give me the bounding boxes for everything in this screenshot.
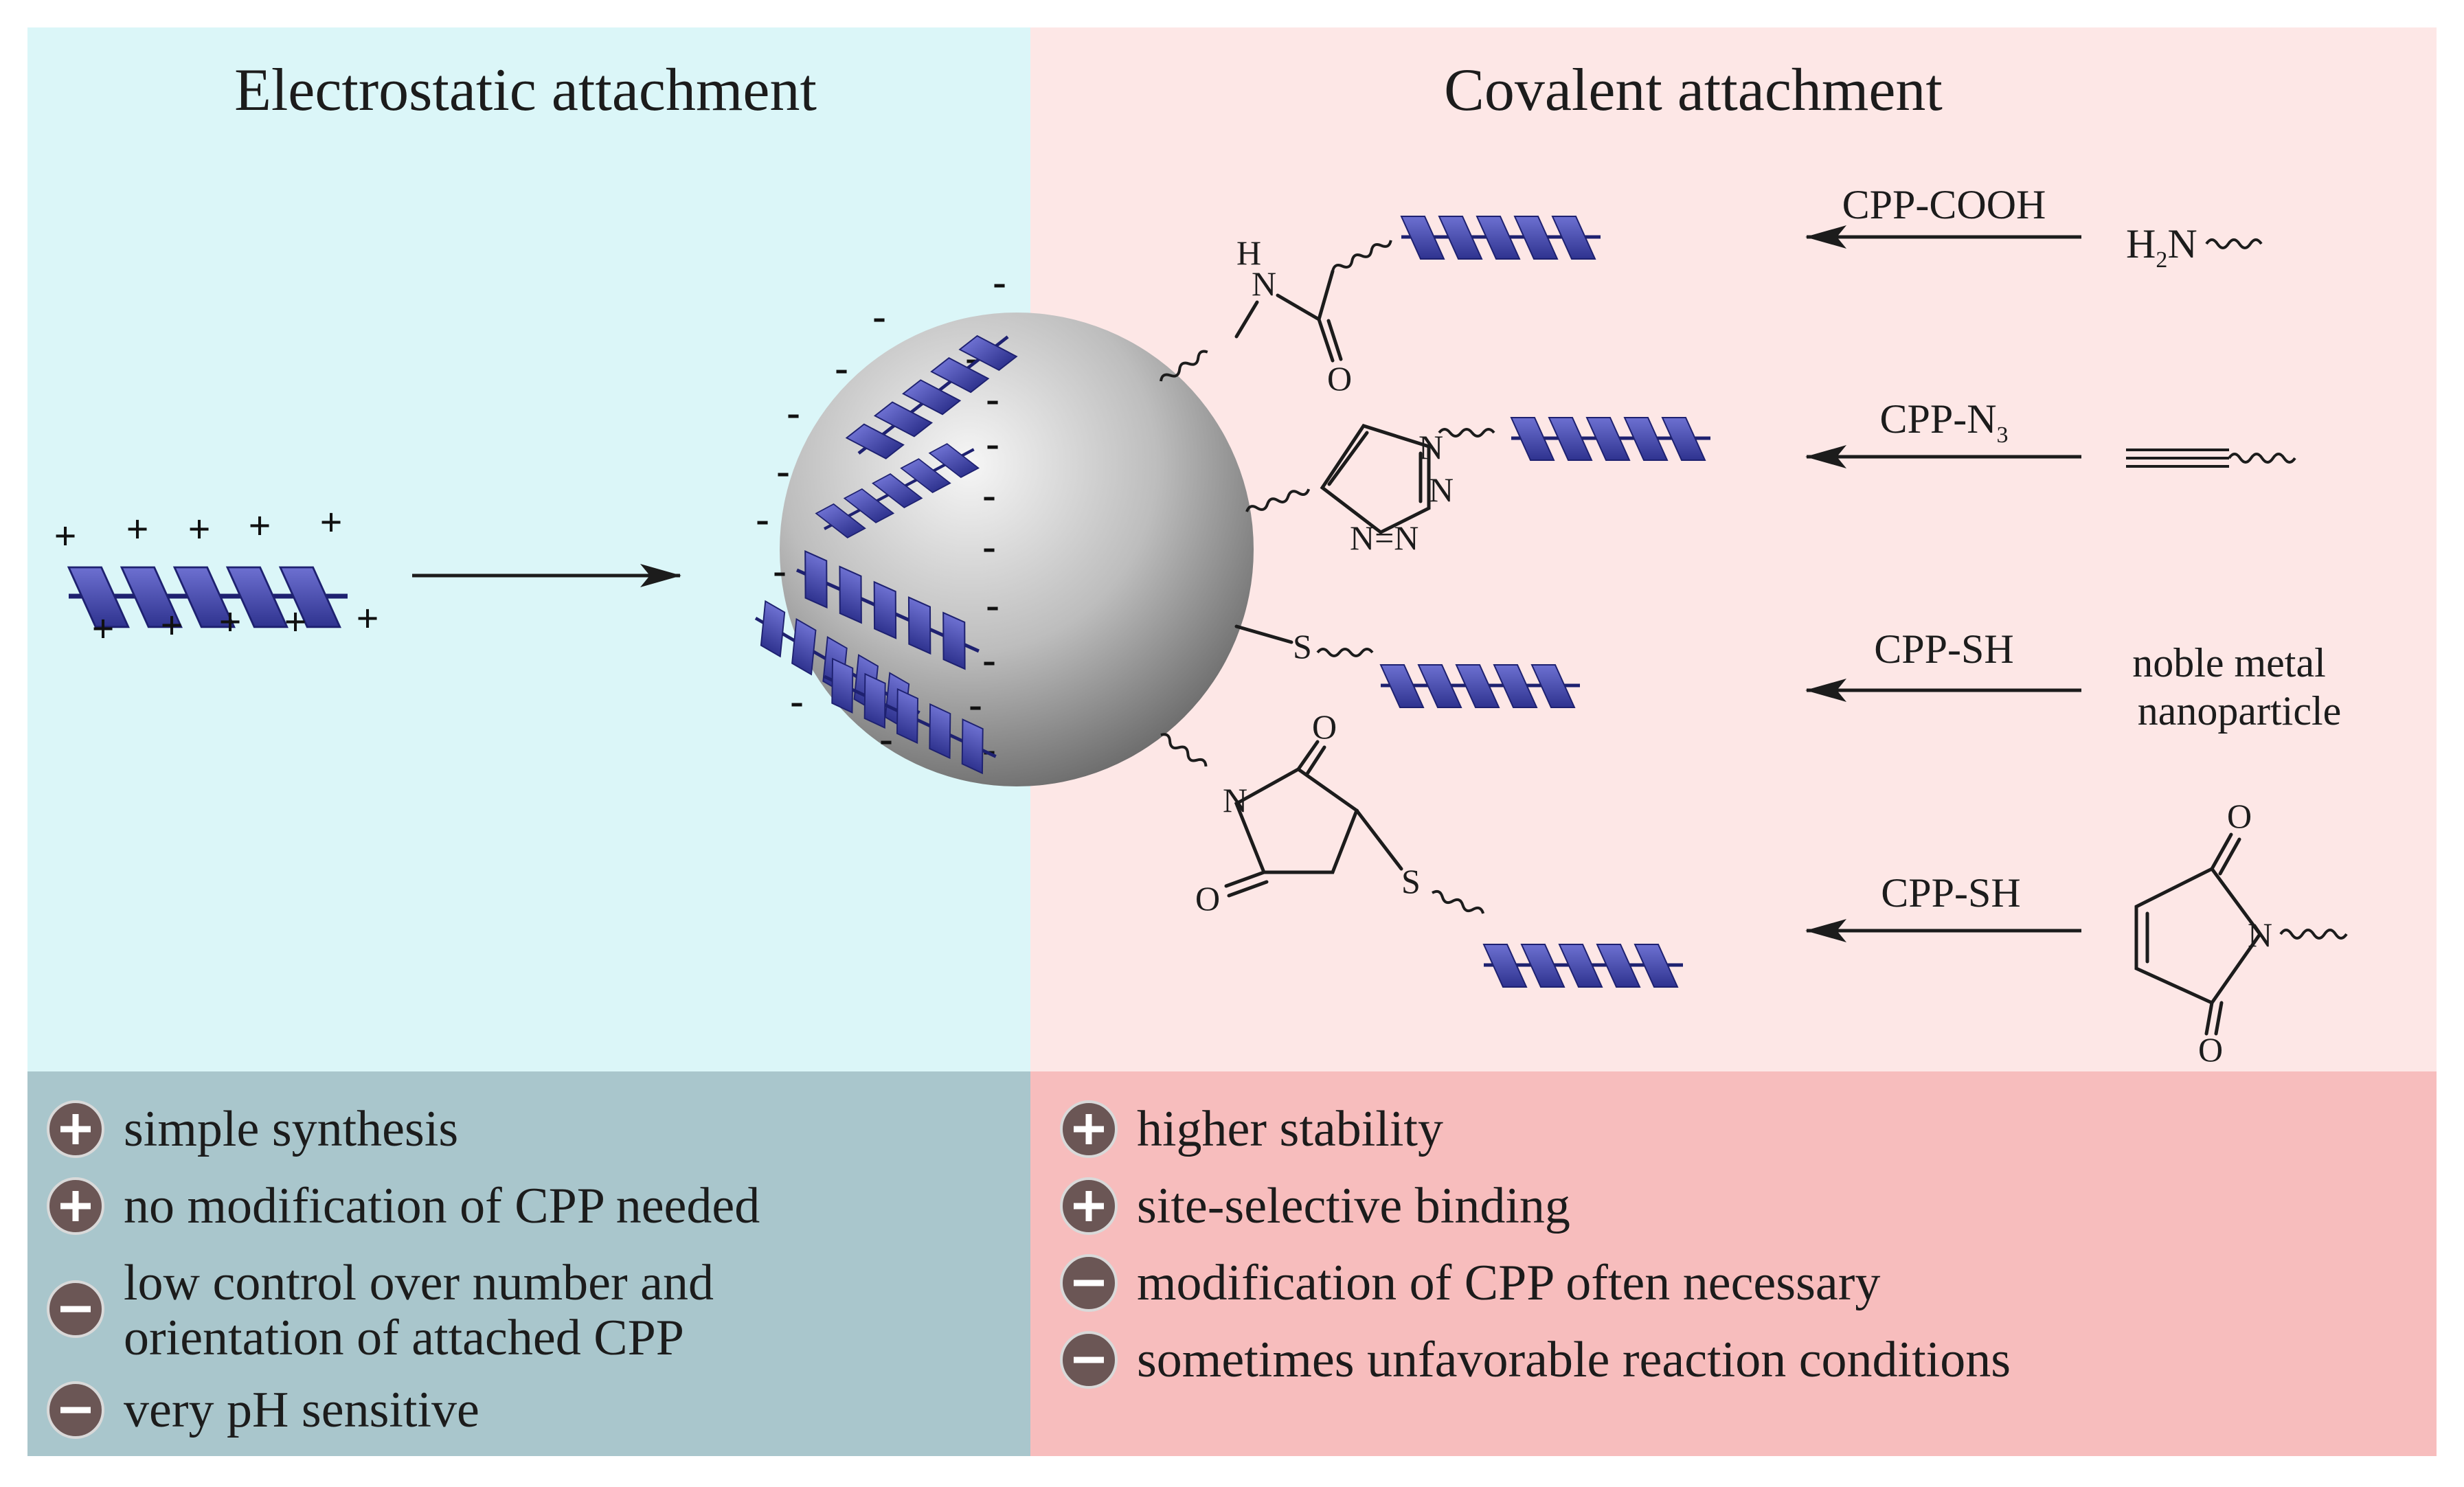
maleimide-n: N xyxy=(2248,916,2272,954)
positive-charge-8: + xyxy=(284,600,306,644)
triazole-linkage: N N N=N xyxy=(1245,418,1710,557)
reaction-1: CPP-COOH H2N xyxy=(1805,182,2263,273)
pro-item-1: no modification of CPP needed xyxy=(47,1177,760,1235)
positive-charge-6: + xyxy=(160,603,183,648)
reagent-cpp-n3: CPP-N3 xyxy=(1879,396,2008,448)
amide-n: N xyxy=(1252,264,1276,303)
negative-charge-13: - xyxy=(982,637,995,682)
con-item-2: modification of CPP often necessary xyxy=(1060,1254,1880,1312)
triazole-n3: N=N xyxy=(1350,519,1419,557)
succinimide-o-left: O xyxy=(1195,879,1220,918)
positive-charge-4: + xyxy=(319,500,342,545)
maleimide-structure: N O O xyxy=(2134,797,2348,1069)
positive-charge-2: + xyxy=(188,507,210,552)
negative-charge-11: - xyxy=(982,524,995,569)
reagent-cpp-sh-1: CPP-SH xyxy=(1874,626,2013,672)
positive-charge-1: + xyxy=(126,507,148,552)
item-text: modification of CPP often necessary xyxy=(1137,1255,1880,1311)
maleimide-o-top: O xyxy=(2227,797,2252,835)
positive-charge-0: + xyxy=(54,514,76,558)
item-text: simple synthesis xyxy=(124,1101,458,1157)
noble-metal-label-2: nanoparticle xyxy=(2138,688,2342,734)
covalent-panel xyxy=(1030,27,2437,1071)
reaction-2: CPP-N3 xyxy=(1805,396,2296,468)
electrostatic-proscons-list: simple synthesis no modification of CPP n… xyxy=(47,1100,760,1439)
con-item-3: very pH sensitive xyxy=(47,1381,479,1439)
item-text: orientation of attached CPP xyxy=(124,1310,684,1366)
partner-amine-main: H2N xyxy=(2126,221,2197,273)
negative-charge-15: - xyxy=(790,679,803,723)
covalent-title: Covalent attachment xyxy=(1444,57,1943,124)
positive-charge-9: + xyxy=(356,596,378,641)
reaction-3: CPP-SH noble metal nanoparticle xyxy=(1805,626,2342,734)
electrostatic-title: Electrostatic attachment xyxy=(234,57,817,124)
item-text: very pH sensitive xyxy=(124,1382,479,1438)
thiol-s: S xyxy=(1293,627,1312,666)
negative-charge-0: - xyxy=(993,260,1006,304)
triazole-n1: N xyxy=(1419,428,1443,466)
con-item-3: sometimes unfavorable reaction condition… xyxy=(1060,1331,2011,1389)
negative-charge-9: - xyxy=(986,421,999,466)
negative-charge-18: - xyxy=(982,727,995,771)
negative-charge-4: - xyxy=(776,449,789,493)
triazole-n2: N xyxy=(1429,470,1454,509)
covalent-proscons-panel xyxy=(1030,1071,2437,1456)
positive-charge-5: + xyxy=(91,606,114,651)
maleimide-o-bottom: O xyxy=(2198,1030,2223,1069)
amide-o: O xyxy=(1327,359,1352,398)
amide-linkage: N H O xyxy=(1160,216,1601,398)
positive-charge-7: + xyxy=(218,600,241,644)
negative-charge-10: - xyxy=(982,473,995,517)
succinimide-n: N xyxy=(1223,781,1247,819)
covalent-proscons-list: higher stability site-selective binding mo… xyxy=(1060,1100,2011,1389)
succinimide-s: S xyxy=(1401,862,1421,900)
reagent-cpp-cooh: CPP-COOH xyxy=(1842,182,2046,227)
reagent-cpp-sh-2: CPP-SH xyxy=(1881,870,2020,916)
positive-charge-3: + xyxy=(248,503,271,548)
negative-charge-1: - xyxy=(872,294,885,339)
negative-charge-12: - xyxy=(986,582,999,627)
thiol-linkage: S xyxy=(1234,624,1580,707)
peptide-positive-charges: + + + + + + + + + + xyxy=(54,500,378,651)
negative-charge-6: - xyxy=(773,548,786,593)
succinimide-linkage: N O O S xyxy=(1160,707,1683,987)
negative-charge-8: - xyxy=(986,376,999,421)
reaction-4: CPP-SH N O O xyxy=(1805,797,2348,1069)
succinimide-o-top: O xyxy=(1312,707,1337,746)
item-text: sometimes unfavorable reaction condition… xyxy=(1137,1332,2011,1388)
noble-metal-label-1: noble metal xyxy=(2132,640,2326,685)
pro-item-0: higher stability xyxy=(1060,1100,1443,1158)
pro-item-1: site-selective binding xyxy=(1060,1177,1570,1235)
item-text: higher stability xyxy=(1137,1101,1443,1157)
item-text: site-selective binding xyxy=(1137,1178,1570,1234)
item-text: low control over number and xyxy=(124,1255,714,1311)
item-text: no modification of CPP needed xyxy=(124,1178,760,1234)
negative-charge-2: - xyxy=(835,345,848,390)
negative-charge-5: - xyxy=(756,497,769,541)
nanoparticle-bead xyxy=(780,313,1254,786)
amide-h: H xyxy=(1236,234,1261,272)
negative-charge-17: - xyxy=(969,682,982,727)
negative-charge-3: - xyxy=(787,390,800,435)
electrostatic-proscons-panel xyxy=(27,1071,1030,1456)
pro-item-0: simple synthesis xyxy=(47,1100,458,1158)
